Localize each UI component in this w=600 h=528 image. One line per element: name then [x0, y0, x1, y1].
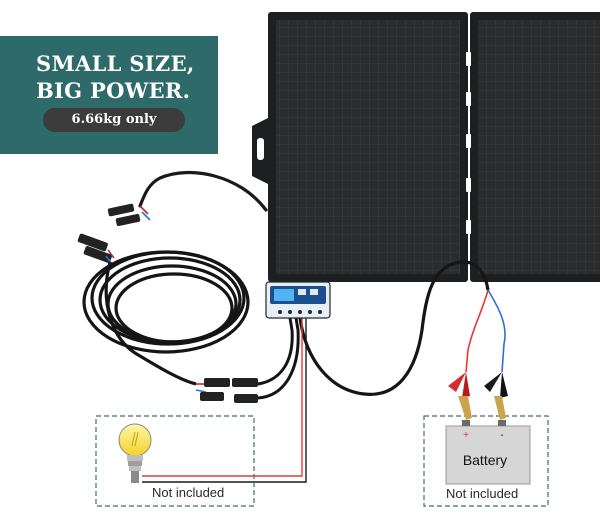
promo-banner: SMALL SIZE, BIG POWER. — [0, 36, 218, 154]
banner-line-1: SMALL SIZE, — [36, 51, 195, 76]
battery-box — [423, 415, 549, 507]
controller-input-cable — [257, 317, 300, 400]
battery-minus: - — [500, 430, 503, 441]
controller-screen — [274, 289, 294, 301]
load-not-included-label: Not included — [152, 485, 225, 500]
battery-icon — [445, 420, 531, 485]
load-box — [95, 415, 255, 507]
panel-hinge — [466, 52, 471, 234]
mc4-connector-top — [107, 203, 151, 227]
banner-line-2: BIG POWER. — [36, 78, 191, 103]
battery-plus: + — [463, 430, 469, 441]
black-clamp-icon — [484, 372, 508, 420]
banner-headline: SMALL SIZE, BIG POWER. — [36, 50, 194, 104]
handle-icon — [252, 118, 268, 184]
solar-panel — [252, 12, 600, 282]
mc4-connector-left — [77, 233, 115, 265]
clamp-wires — [465, 289, 506, 373]
load-wires — [142, 316, 307, 483]
red-clamp-icon — [448, 372, 472, 420]
battery-cable — [298, 260, 490, 396]
extension-cable-coil — [82, 250, 250, 386]
weight-badge: 6.66kg only — [43, 108, 185, 132]
battery-label: Battery — [462, 452, 508, 468]
panel-cells-right — [478, 20, 600, 274]
light-bulb-icon — [118, 423, 152, 483]
panel-output-cable — [138, 170, 268, 212]
charge-controller — [265, 281, 331, 319]
mc4-connector-bottom — [195, 378, 258, 403]
panel-cells-left — [276, 20, 460, 274]
battery-not-included-label: Not included — [446, 486, 519, 501]
